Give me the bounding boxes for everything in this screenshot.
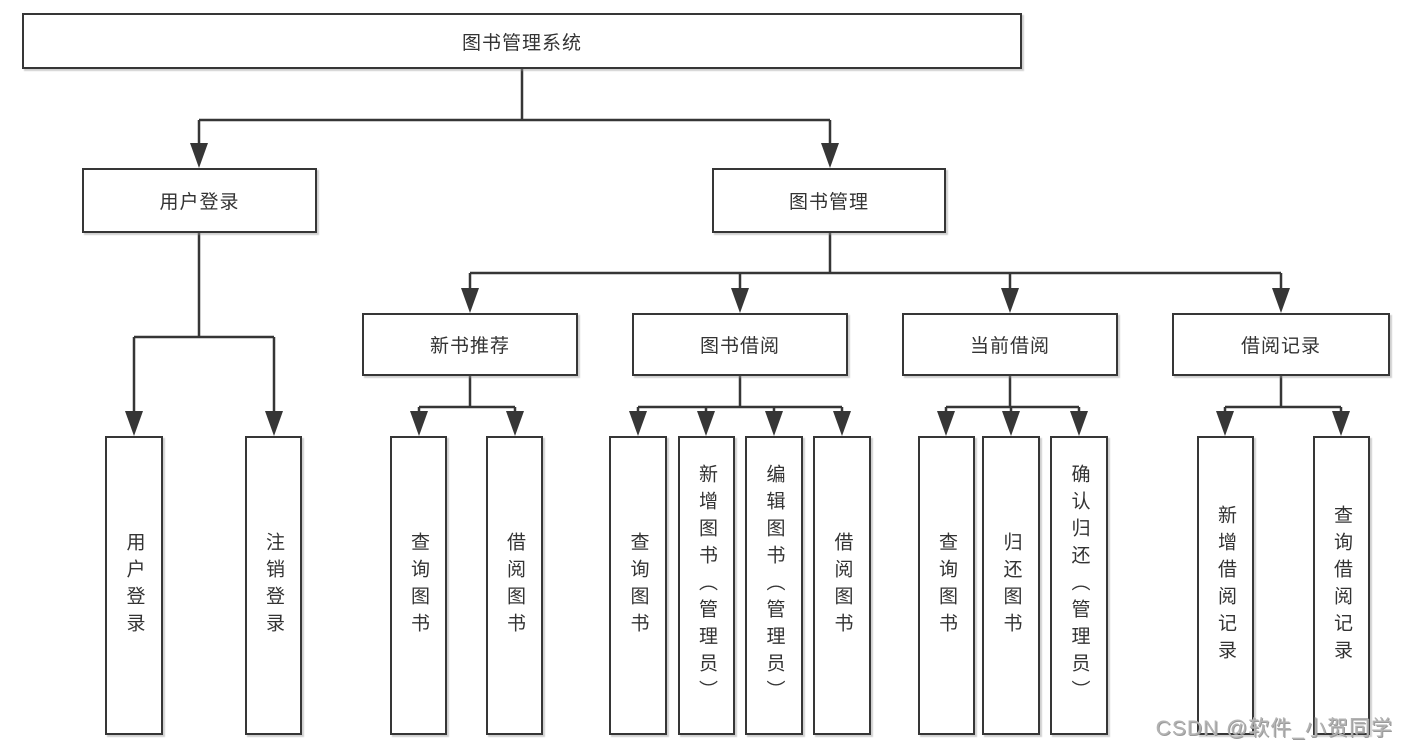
leaf-newbook-query-books: 查询图书	[390, 436, 447, 735]
node-user-login-label: 用户登录	[159, 192, 240, 213]
node-library-system-label: 图书管理系统	[461, 32, 582, 54]
leaf-confirm-return-admin-label: 确认归还（管理员）	[1068, 464, 1090, 707]
leaf-add-borrow-record: 新增借阅记录	[1197, 436, 1254, 735]
leaf-add-books-admin-label: 新增图书（管理员）	[696, 464, 717, 707]
leaf-return-books-label: 归还图书	[1000, 531, 1022, 640]
leaf-borrow-books: 借阅图书	[813, 436, 871, 735]
node-borrow-records-label: 借阅记录	[1240, 336, 1321, 357]
node-borrow-records: 借阅记录	[1172, 313, 1390, 376]
leaf-query-borrow-record-label: 查询借阅记录	[1331, 504, 1352, 667]
leaf-current-query-books: 查询图书	[918, 436, 975, 735]
csdn-watermark: CSDN @软件_小贺同学	[1155, 717, 1393, 740]
leaf-edit-books-admin: 编辑图书（管理员）	[745, 436, 803, 735]
node-current-borrowing-label: 当前借阅	[969, 336, 1050, 357]
leaf-confirm-return-admin: 确认归还（管理员）	[1050, 436, 1108, 735]
leaf-logout-label: 注销登录	[263, 531, 284, 640]
leaf-user-login: 用户登录	[105, 436, 163, 735]
leaf-query-borrow-record: 查询借阅记录	[1313, 436, 1370, 735]
leaf-return-books: 归还图书	[982, 436, 1040, 735]
node-book-management-label: 图书管理	[788, 192, 869, 213]
leaf-edit-books-admin-label: 编辑图书（管理员）	[763, 464, 785, 707]
leaf-borrow-query-books: 查询图书	[609, 436, 667, 735]
node-current-borrowing: 当前借阅	[902, 313, 1118, 376]
leaf-add-borrow-record-label: 新增借阅记录	[1215, 504, 1236, 667]
node-library-system: 图书管理系统	[22, 13, 1022, 69]
leaf-newbook-query-books-label: 查询图书	[408, 531, 429, 640]
node-new-book-recommend-label: 新书推荐	[429, 336, 510, 357]
leaf-current-query-books-label: 查询图书	[936, 531, 957, 640]
leaf-borrow-books-label: 借阅图书	[831, 531, 853, 640]
node-user-login: 用户登录	[82, 168, 317, 233]
node-book-borrowing: 图书借阅	[632, 313, 848, 376]
node-new-book-recommend: 新书推荐	[362, 313, 578, 376]
node-book-management: 图书管理	[712, 168, 946, 233]
leaf-logout: 注销登录	[245, 436, 302, 735]
node-book-borrowing-label: 图书借阅	[699, 336, 780, 357]
leaf-newbook-borrow-books-label: 借阅图书	[504, 531, 525, 640]
leaf-add-books-admin: 新增图书（管理员）	[678, 436, 735, 735]
leaf-borrow-query-books-label: 查询图书	[627, 531, 649, 640]
leaf-newbook-borrow-books: 借阅图书	[486, 436, 543, 735]
leaf-user-login-label: 用户登录	[123, 531, 145, 640]
